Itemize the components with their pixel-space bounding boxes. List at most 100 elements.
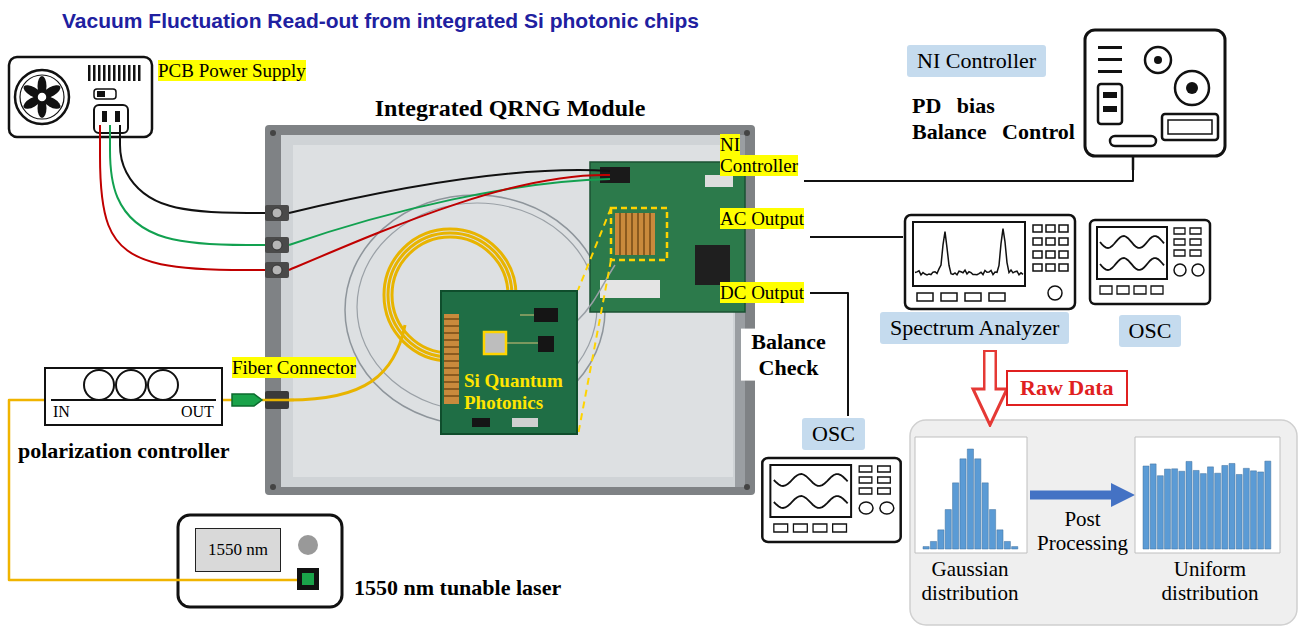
histogram-bar: [1012, 547, 1018, 549]
histogram-caption: Uniform distribution: [1135, 557, 1285, 605]
vent: [93, 65, 96, 81]
laser-case: [178, 515, 342, 607]
button: [1046, 238, 1055, 245]
arrow-inner: [986, 350, 995, 425]
oscilloscope: OSC: [1088, 218, 1212, 350]
button: [859, 477, 872, 483]
data-arrow: [983, 350, 997, 425]
button: [965, 293, 981, 301]
function-note: PD bias Balance Control: [912, 93, 1080, 146]
text-slot: NI Controller: [907, 45, 1046, 77]
terminal: [265, 237, 289, 253]
button: [1059, 225, 1068, 232]
text-slot: AC Output: [720, 209, 804, 230]
button: [878, 466, 891, 472]
text-slot: polarization controller: [18, 438, 230, 464]
text-slot: Si Quantum Photonics: [464, 370, 574, 414]
button: [1033, 264, 1042, 271]
screw: [744, 484, 750, 490]
histogram-bar: [967, 449, 973, 549]
output-port: [297, 568, 319, 590]
histogram-bar: [1193, 470, 1199, 549]
terminal-post: [272, 208, 282, 218]
qrng-module: Integrated QRNG ModuleNI ControllerAC Ou…: [265, 95, 815, 495]
wire: [289, 175, 610, 270]
module-housing: [265, 125, 755, 495]
panel-slot: [1098, 84, 1122, 124]
histogram-bar: [1208, 467, 1214, 549]
edge-label-slot: Raw Data: [1006, 370, 1128, 406]
histogram-bar: [1251, 471, 1257, 549]
panel-line: [1098, 70, 1122, 73]
histogram-bar: [1143, 466, 1149, 549]
button: [1174, 250, 1185, 256]
histogram-bar: [1222, 465, 1228, 549]
indicator: [298, 535, 318, 555]
diagram-title: Vacuum Fluctuation Read-out from integra…: [62, 9, 699, 32]
fan: [15, 70, 69, 124]
histogram-bar: [930, 541, 936, 549]
heat-sink-fin: [649, 213, 651, 255]
oscilloscope: OSC: [760, 416, 907, 542]
connector: [512, 418, 538, 427]
signal-cable: [810, 236, 903, 238]
heat-sink-fin: [637, 213, 639, 255]
fiber-plug: [232, 394, 262, 406]
button: [1046, 251, 1055, 258]
oscilloscope-icon: [1090, 220, 1210, 304]
button: [859, 466, 872, 472]
screw: [270, 484, 276, 490]
plot-area: [915, 437, 1027, 553]
heat-sink: [615, 213, 655, 255]
power-wire: [120, 140, 265, 213]
title-slot: Vacuum Fluctuation Read-out from integra…: [62, 8, 699, 33]
knob: [1174, 264, 1186, 276]
button: [1134, 286, 1146, 294]
terminal-post: [272, 265, 282, 275]
fiber: [176, 579, 302, 582]
fiber-loop: [148, 370, 178, 400]
ni-controller: NI Controller PD bias Balance Control: [900, 18, 1235, 170]
text-slot: Uniform distribution: [1135, 557, 1285, 605]
heat-sink-fin: [619, 213, 621, 255]
text-slot: Spectrum Analyzer: [880, 312, 1069, 344]
histogram: Gaussian distribution: [910, 425, 1030, 617]
screw: [744, 130, 750, 136]
vent: [98, 65, 101, 81]
trace: [506, 343, 538, 344]
port: DC Output: [720, 282, 810, 304]
device-label: polarization controller: [18, 438, 230, 463]
histogram-bar: [945, 510, 951, 549]
heat-sink-fin: [631, 213, 633, 255]
button: [941, 293, 957, 301]
module-title: Integrated QRNG Module: [265, 95, 755, 123]
vent: [113, 65, 116, 81]
socket-pin: [115, 111, 120, 122]
pcb-sticker: [600, 280, 660, 298]
wire: [289, 179, 610, 245]
button: [774, 524, 788, 532]
knob: [880, 502, 894, 514]
panel-line: [1098, 46, 1122, 49]
waveform: [1100, 236, 1164, 248]
optical-fiber: [9, 400, 176, 580]
edge-label-slot: Balance Check: [741, 328, 836, 381]
ic: [472, 418, 490, 427]
text-slot: Gaussian distribution: [910, 557, 1030, 605]
fiber-connector: Fiber Connector: [232, 358, 367, 410]
analyzer-case: [905, 215, 1075, 309]
knob: [1175, 71, 1209, 105]
button: [1174, 228, 1185, 234]
vent: [128, 65, 131, 81]
terminal: [265, 205, 289, 221]
histogram-bar: [1265, 461, 1271, 549]
polarization-controller: INOUTpolarization controller: [45, 366, 222, 466]
button: [1046, 225, 1055, 232]
histogram-bar: [997, 530, 1003, 549]
heat-sink-fin: [444, 353, 459, 355]
button: [1174, 239, 1185, 245]
panel-mark: [1103, 106, 1117, 112]
button: [1100, 286, 1112, 294]
waveform: [774, 496, 848, 508]
tunable-laser: 1550 nm1550 nm tunable laser: [176, 513, 580, 610]
